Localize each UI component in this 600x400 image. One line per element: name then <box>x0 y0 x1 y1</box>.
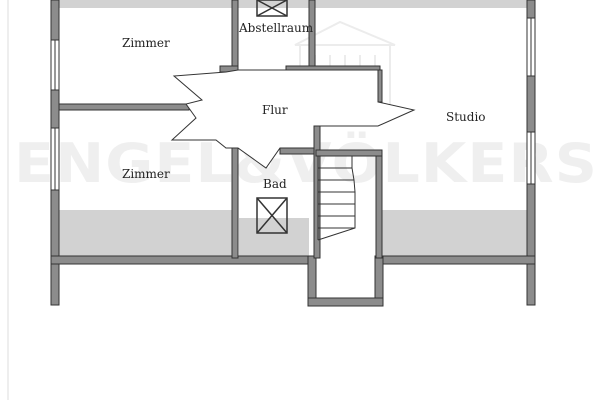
slope-zimmer-bottom <box>59 210 234 256</box>
knee-wall-right <box>374 255 536 265</box>
flur-outline <box>170 66 416 169</box>
studio-wall-lower <box>375 151 383 259</box>
knee-wall-left <box>50 255 311 265</box>
wall-between-zimmers <box>58 103 190 111</box>
bad-wall-right <box>313 111 321 259</box>
skylights <box>256 0 288 234</box>
label-zimmer-top: Zimmer <box>122 36 170 50</box>
skylight-bad <box>256 197 288 234</box>
label-zimmer-bottom: Zimmer <box>122 167 170 181</box>
abstellraum-wall-right <box>308 0 316 71</box>
staircase <box>317 156 356 241</box>
bad-wall-top-right <box>279 147 315 155</box>
slope-shading <box>58 0 528 256</box>
skylight-abstellraum <box>256 0 288 17</box>
stair-wall-bottom <box>307 297 384 307</box>
label-flur: Flur <box>262 103 288 117</box>
abstellraum-wall-left <box>231 0 239 71</box>
slope-studio <box>382 210 528 256</box>
label-bad: Bad <box>263 177 287 191</box>
bad-wall-left <box>231 147 239 259</box>
label-abstellraum: Abstellraum <box>238 21 314 35</box>
label-studio: Studio <box>446 110 486 124</box>
stair-top-wall <box>315 149 383 157</box>
windows <box>50 17 536 191</box>
top-slope-band <box>58 0 528 8</box>
slope-bad <box>239 218 309 256</box>
